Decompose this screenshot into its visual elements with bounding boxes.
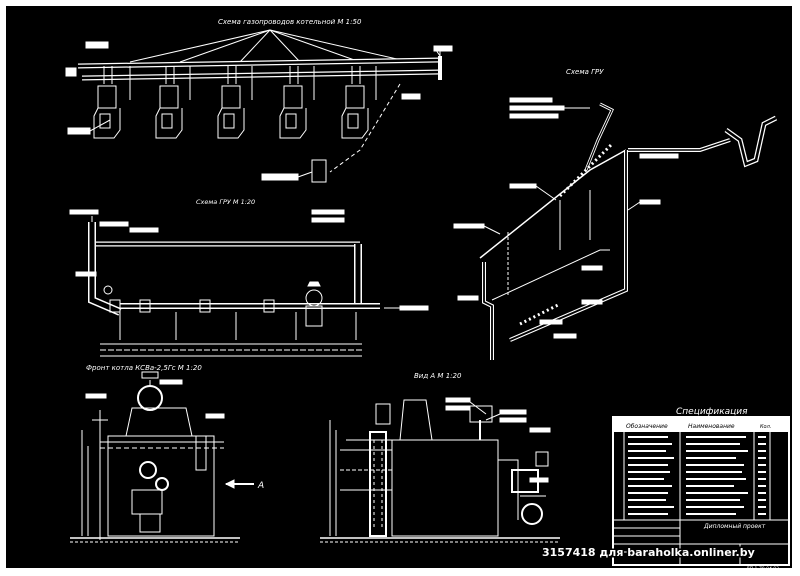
gru-scheme-title: Схема ГРУ bbox=[566, 68, 604, 76]
watermark-text: 3157418 для baraholka.onliner.by bbox=[542, 546, 755, 559]
boiler-units bbox=[93, 66, 369, 139]
boiler-gas-scheme-title: Схема газопроводов котельной М 1:50 bbox=[218, 18, 362, 26]
spec-title: Спецификация bbox=[676, 407, 748, 417]
spec-header-name: Наименование bbox=[688, 423, 735, 430]
view-a-marker: А bbox=[257, 481, 264, 491]
specification-table: Спецификация Обозначение Наименование Ко… bbox=[612, 407, 790, 572]
spec-header-designation: Обозначение bbox=[626, 423, 668, 430]
view-a-drawing: Вид А М 1:20 bbox=[320, 372, 560, 543]
boiler-front-title: Фронт котла КСВа-2,5Гс М 1:20 bbox=[86, 364, 202, 372]
spec-header-qty: Кол. bbox=[760, 424, 771, 430]
footer-code: ДП 1-70 04 03 bbox=[745, 566, 779, 572]
gru-isometric-scheme: Схема ГРУ bbox=[453, 68, 778, 360]
boiler-front-view: Фронт котла КСВа-2,5Гс М 1:20 А bbox=[70, 364, 264, 543]
boiler-gas-scheme: Схема газопроводов котельной М 1:50 bbox=[65, 18, 453, 183]
gru-scaled-scheme: Схема ГРУ М 1:20 bbox=[69, 198, 429, 357]
spec-diploma-label: Дипломный проект bbox=[703, 523, 766, 530]
view-a-title: Вид А М 1:20 bbox=[414, 372, 462, 380]
gru-scaled-scheme-title: Схема ГРУ М 1:20 bbox=[196, 198, 255, 206]
